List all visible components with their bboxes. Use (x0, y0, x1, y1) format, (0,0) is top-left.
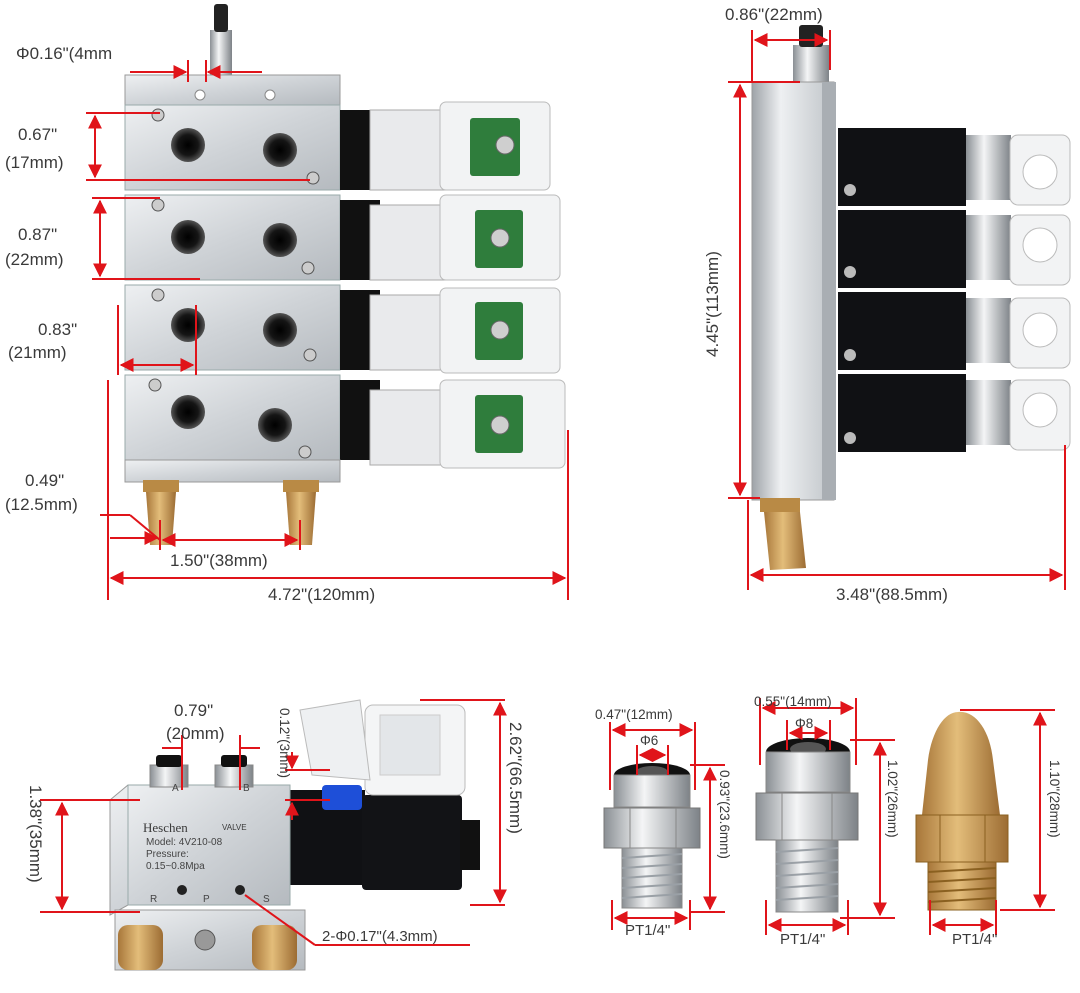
fitting6-outer-label: 0.47"(12mm) (595, 707, 673, 722)
valve-model-label: Model: 4V210-08 (146, 837, 223, 848)
pitch-22-in-label: 0.87" (18, 225, 57, 244)
valve-brand: Heschen (143, 820, 188, 835)
valve-port-s: S (263, 894, 270, 905)
side-muffler (760, 498, 806, 570)
pitch-22-mm-label: (22mm) (5, 250, 64, 269)
manifold-side-view: 0.86"(22mm) 4.45"(113mm) 3.48"(88.5mm) (703, 5, 1071, 604)
side-valve-1 (838, 128, 1071, 206)
valve-row-1 (124, 101, 551, 191)
muffler-thread-label: PT1/4" (952, 931, 997, 948)
offset-21-mm-label: (21mm) (8, 343, 67, 362)
fitting-6mm-view: 0.47"(12mm) Φ6 0.93"(23.6mm) PT1/4" (595, 707, 732, 939)
valve-pressure-label: Pressure: (146, 849, 189, 860)
fitting6-thread-label: PT1/4" (625, 922, 670, 939)
fitting6-height-label: 0.93"(23.6mm) (717, 770, 732, 859)
valve-row-4 (124, 374, 566, 469)
valve-port-p: P (203, 894, 210, 905)
side-height-label: 4.45"(113mm) (703, 251, 722, 357)
total-height-label: 2.62"(66.5mm) (506, 722, 525, 834)
side-depth-label: 3.48"(88.5mm) (836, 585, 948, 604)
port-diameter-label: Φ0.16"(4mm (16, 44, 112, 63)
muffler-spacing-label: 1.50"(38mm) (170, 551, 268, 570)
muffler-view: 1.10"(28mm) PT1/4" (915, 709, 1062, 948)
side-manifold-bar (751, 81, 835, 501)
side-valve-3 (838, 292, 1071, 370)
body-height-label: 1.38"(35mm) (26, 785, 45, 883)
small-gap-label: 0.12"(3mm) (277, 708, 292, 778)
fitting8-outer-label: 0.55"(14mm) (754, 694, 832, 709)
fitting8-inner-label: Φ8 (795, 716, 813, 731)
manifold-front-view: Φ0.16"(4mm 0.67" (17mm) 0.87" (22mm) 0.8… (5, 4, 569, 604)
side-valve-4 (838, 374, 1071, 452)
fitting-8mm-view: 0.55"(14mm) Φ8 1.02"(26mm) PT1/4" (754, 694, 900, 948)
single-valve-view: Heschen VALVE Model: 4V210-08 Pressure: … (26, 699, 525, 971)
offset-125-mm-label: (12.5mm) (5, 495, 78, 514)
muffler-height-label: 1.10"(28mm) (1047, 760, 1062, 838)
offset-21-in-label: 0.83" (38, 320, 77, 339)
fitting8-thread-label: PT1/4" (780, 931, 825, 948)
total-length-label: 4.72"(120mm) (268, 585, 375, 604)
manifold-base (124, 74, 341, 106)
offset-125-in-label: 0.49" (25, 471, 64, 490)
valve-pressure-range: 0.15~0.8Mpa (146, 861, 205, 872)
pitch-17-in-label: 0.67" (18, 125, 57, 144)
manifold-bottom-plate (124, 459, 341, 483)
valve-valve-label: VALVE (222, 823, 247, 832)
mount-holes-label: 2-Φ0.17"(4.3mm) (322, 928, 438, 945)
valve-port-a: A (172, 783, 179, 794)
side-top-fitting (793, 45, 829, 85)
pitch-17-mm-label: (17mm) (5, 153, 64, 172)
muffler-sintered-body (922, 711, 1000, 815)
valve-row-2 (124, 194, 561, 281)
valve-port-r: R (150, 894, 157, 905)
muffler-right (283, 480, 319, 545)
port-spacing-mm-label: (20mm) (166, 724, 225, 743)
fitting6-inner-label: Φ6 (640, 733, 658, 748)
fitting-width-label: 0.86"(22mm) (725, 5, 823, 24)
fitting8-height-label: 1.02"(26mm) (885, 760, 900, 838)
port-spacing-in-label: 0.79" (174, 701, 213, 720)
side-valve-2 (838, 210, 1071, 288)
valve-port-b: B (243, 783, 250, 794)
valve-row-3 (124, 284, 561, 374)
